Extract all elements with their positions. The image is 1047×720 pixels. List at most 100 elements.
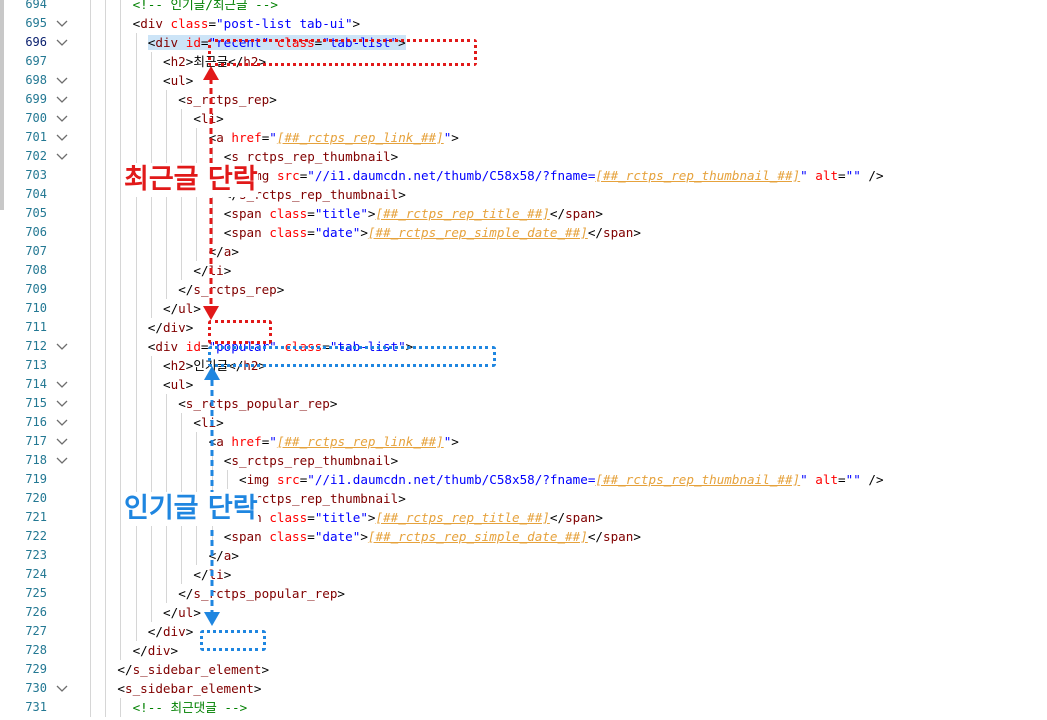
chevron-down-icon[interactable] [55,18,69,29]
indent-guide [90,565,91,584]
indent-guide [135,470,137,489]
indent-guide [166,166,167,185]
indent-guide [226,166,228,185]
chevron-down-icon[interactable] [55,132,69,143]
line-number: 714 [25,377,47,391]
code-line[interactable]: 730<s_sidebar_element> [0,679,1047,698]
code-line[interactable]: 694<!-- 인기글/최근글 --> [0,0,1047,14]
chevron-down-icon[interactable] [55,151,69,162]
code-line[interactable]: 722<span class="date">[##_rctps_rep_simp… [0,527,1047,546]
code-line[interactable]: 699<s_rctps_rep> [0,90,1047,109]
chevron-down-icon[interactable] [55,417,69,428]
indent-guide [150,584,152,603]
code-line[interactable]: 721<span class="title">[##_rctps_rep_tit… [0,508,1047,527]
indent-guide [135,128,137,147]
code-line[interactable]: 706<span class="date">[##_rctps_rep_simp… [0,223,1047,242]
chevron-down-icon[interactable] [55,436,69,447]
code-line[interactable]: 713<h2>인기글</h2> [0,356,1047,375]
code-line[interactable]: 695 <div class="post-list tab-ui"> [0,14,1047,33]
code-line[interactable]: 697<h2>최근글</h2> [0,52,1047,71]
code-line[interactable]: 700<li> [0,109,1047,128]
code-token: > [390,149,399,164]
code-line[interactable]: 708</li> [0,261,1047,280]
code-line[interactable]: 724</li> [0,565,1047,584]
chevron-down-icon[interactable] [55,37,69,48]
code-line[interactable]: 707</a> [0,242,1047,261]
indent-guide [166,546,167,565]
code-line[interactable]: 720</s_rctps_rep_thumbnail> [0,489,1047,508]
indent-guide [196,489,198,508]
code-token: img [246,472,277,487]
code-line[interactable]: 703<img src="//i1.daumcdn.net/thumb/C58x… [0,166,1047,185]
code-line[interactable]: 698<ul> [0,71,1047,90]
line-number: 695 [25,16,47,30]
line-number: 716 [25,415,47,429]
code-token: = [322,339,330,354]
indent-guide [120,489,122,508]
indent-guide [150,527,152,546]
code-line[interactable]: 715<s_rctps_popular_rep> [0,394,1047,413]
indent-guide [105,641,107,660]
code-line[interactable]: 710</ul> [0,299,1047,318]
chevron-down-icon[interactable] [55,683,69,694]
chevron-down-icon[interactable] [55,75,69,86]
code-text: <div class="post-list tab-ui"> [133,14,361,33]
code-line[interactable]: 727</div> [0,622,1047,641]
indent-guide [120,603,122,622]
line-number: 718 [25,453,47,467]
chevron-down-icon[interactable] [55,398,69,409]
code-line[interactable]: 731<!-- 최근댓글 --> [0,698,1047,717]
code-line[interactable]: 711</div> [0,318,1047,337]
code-token: class [170,16,209,31]
indent-guide [150,90,152,109]
code-token: div [162,624,186,639]
code-line[interactable]: 704</s_rctps_rep_thumbnail> [0,185,1047,204]
scrollbar[interactable] [0,0,4,210]
code-token: img [246,168,277,183]
code-line[interactable]: 729</s_sidebar_element> [0,660,1047,679]
indent-guide [135,565,137,584]
code-line[interactable]: 718<s_rctps_rep_thumbnail> [0,451,1047,470]
code-line[interactable]: 728</div> [0,641,1047,660]
indent-guide [181,489,183,508]
indent-guide [90,280,91,299]
code-line[interactable]: 716<li> [0,413,1047,432]
indent-guide [135,299,137,318]
indent-guide [135,603,137,622]
code-token: > [269,92,277,107]
indent-guide [211,223,213,242]
code-line[interactable]: 709</s_rctps_rep> [0,280,1047,299]
indent-guide [196,128,198,147]
code-line[interactable]: 696<div id="recent" class="tab-list"> [0,33,1047,52]
code-line[interactable]: 705<span class="title">[##_rctps_rep_tit… [0,204,1047,223]
chevron-down-icon[interactable] [55,455,69,466]
indent-guide [211,147,213,166]
code-line[interactable]: 719<img src="//i1.daumcdn.net/thumb/C58x… [0,470,1047,489]
chevron-down-icon[interactable] [55,379,69,390]
line-number: 699 [25,92,47,106]
code-token: class [284,339,323,354]
code-line[interactable]: 726</ul> [0,603,1047,622]
code-token: h2 [243,358,259,373]
chevron-down-icon[interactable] [55,341,69,352]
indent-guide [120,71,122,90]
code-line[interactable]: 701<a href="[##_rctps_rep_link_##]"> [0,128,1047,147]
code-token: [##_rctps_rep_link_##] [276,130,444,145]
code-line[interactable]: 714<ul> [0,375,1047,394]
chevron-down-icon[interactable] [55,113,69,124]
code-line[interactable]: 725</s_rctps_popular_rep> [0,584,1047,603]
indent-guide [105,71,107,90]
code-line[interactable]: 702<s_rctps_rep_thumbnail> [0,147,1047,166]
code-token: </ [193,263,209,278]
chevron-down-icon[interactable] [55,94,69,105]
code-token: > [185,377,194,392]
code-line[interactable]: 712<div id="popular" class="tab-list"> [0,337,1047,356]
code-token: > [216,111,224,126]
line-number: 697 [25,54,47,68]
code-line[interactable]: 717<a href="[##_rctps_rep_link_##]"> [0,432,1047,451]
code-line[interactable]: 723</a> [0,546,1047,565]
indent-guide [181,565,183,584]
code-token: class [269,529,308,544]
indent-guide [211,470,213,489]
